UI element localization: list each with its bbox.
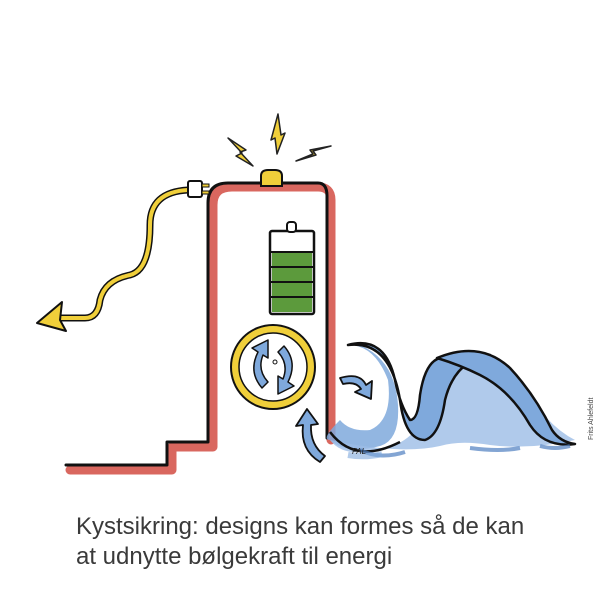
waves-icon [326, 342, 577, 460]
caption-line-1: Kystsikring: designs kan formes så de ka… [76, 513, 525, 540]
rotation-arrows-icon [251, 339, 295, 395]
turbine-icon [230, 324, 316, 410]
flow-arrows-icon [295, 375, 373, 463]
battery-icon [268, 221, 316, 316]
top-button-icon [260, 169, 283, 187]
caption-line-2: at udnytte bølgekraft til energi [76, 543, 393, 570]
sea-wall-building [64, 181, 336, 475]
artist-credit: Frits Ahlefeldt [588, 397, 595, 440]
artist-signature: FAL [352, 447, 366, 456]
caption: Kystsikring: designs kan formes så de ka… [76, 512, 524, 572]
plug-cable-icon [36, 180, 210, 332]
lightning-icon [227, 113, 332, 167]
